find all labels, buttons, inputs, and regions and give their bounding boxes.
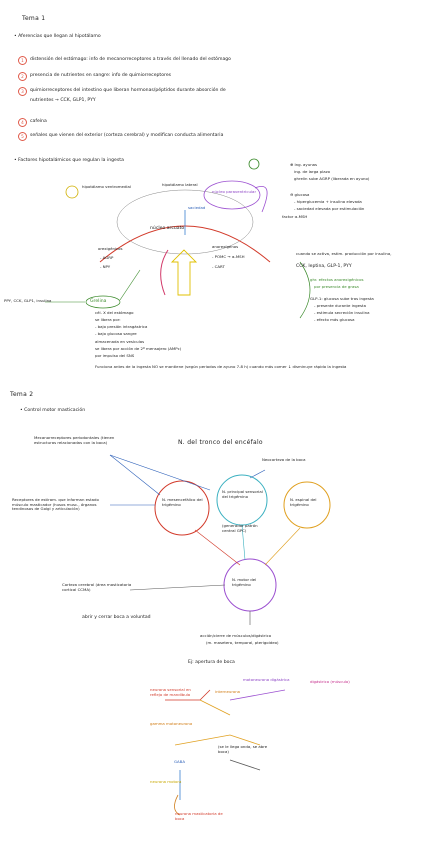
item-4-text: cafeína [30, 119, 47, 124]
orexigenic-title: orexigénicos [98, 246, 123, 251]
right-note-7: cuando se activa, estim. producción por … [296, 251, 392, 256]
right-note-10: por presencia de grasa [314, 284, 359, 289]
mesencefalico-circle [154, 480, 210, 536]
nucleus-arcuato: núcleo arcuato [150, 226, 185, 231]
section-aferencias: • Aferencias que llegan al hipotálamo [14, 34, 101, 39]
ej-label: Ej: apertura de boca [188, 660, 235, 665]
pink-arrow [160, 249, 169, 296]
right-note-14: - efecto más glucosa [314, 317, 355, 322]
abrir-label: abrir y cerrar boca a voluntad [82, 615, 151, 620]
saciedad-label: saciedad [188, 205, 206, 210]
motor-label: N. motor del trigémino [232, 577, 257, 587]
periodontal-label: Mecanorreceptores periodontales (tienen … [34, 435, 115, 445]
grelina-line-7: por impulso del SNS [95, 353, 135, 358]
paraventricular-circle [203, 180, 261, 210]
anorexigenic-pomc: - POMC → α-MSH [212, 254, 245, 259]
orexigenic-agrp: - AGRP [100, 255, 114, 260]
mesencefalico-label: N. mesencefálico del trigémino [162, 497, 203, 507]
red-neuron-label: neurona sensorial en reflejo de mandíbul… [150, 687, 191, 697]
gamma-motoneuron-label: gamma motoneurona [150, 721, 193, 726]
interneuron-label: interneurona [215, 689, 241, 694]
minus-circle [248, 158, 260, 170]
motor-neuron-label: neurona motora [150, 779, 182, 784]
right-note-12: - presente durante ingesta [314, 303, 366, 308]
ayuno-note: Funciona antes de la ingesta NO se manti… [95, 364, 347, 369]
neocorteza-label: Neocorteza de la boca [262, 457, 306, 462]
grelina-line-4: - bajo glucosa sangre [95, 331, 137, 336]
item-1-text: distensión del estómago: info de mecanor… [30, 57, 231, 62]
ghrelin-inhibitors: PPY, CCK, GLP1, insulina [4, 298, 52, 303]
bottom-neuron-label: neurona masticatoria de boca [175, 811, 223, 821]
right-note-8: CCK, leptina, GLP-1, PYY [296, 264, 352, 269]
item-1-num: 1 [18, 56, 27, 65]
digastric-muscle-label: digástrico (músculo) [310, 679, 350, 684]
grelina-line-2: se libera por: [95, 317, 121, 322]
grelina-line-1: cél. X del estómago [95, 310, 134, 315]
item-2-text: presencia de nutrientes en sangre: info … [30, 73, 172, 78]
item-5-text: señales que vienen del exterior (corteza… [30, 133, 224, 138]
husos-label: Receptores de estiram. que informan esta… [12, 497, 99, 512]
grelina-line-5: almacenada en vesículas [95, 339, 145, 344]
item-3b-text: nutrientes → CCK, GLP1, PYY [30, 98, 96, 103]
right-note-13: - estimula secreción insulina [314, 310, 370, 315]
principal-label: N. principal sensorial del trigémino [222, 489, 263, 499]
grelina-line-3: - bajo presión intragástrica [95, 324, 148, 329]
tema1-title: Tema 1 [22, 15, 46, 22]
right-note-11: GLP-1: glucosa sube tras ingesta [310, 296, 374, 301]
purple-arrow [254, 186, 268, 213]
right-note-3: ghrelin sube AGRP (liberada en ayuno) [294, 176, 370, 181]
digastric-motoneuron-label: motoneurona digástrica [243, 677, 290, 682]
accion-label: acción/cierre de músculos/digástrico [200, 633, 272, 638]
anorexigenic-title: anorexígenos [212, 244, 239, 249]
right-note-2: ing. de larga plazo [294, 169, 331, 174]
orexigenic-npy: - NPY [100, 264, 111, 269]
espinal-circle [283, 481, 331, 529]
nucleus-lateral: hipotálamo lateral [162, 182, 198, 187]
nucleus-paraventricular: núcleo paraventricular [212, 189, 257, 194]
right-note-1: ⊕ Ing. ayunas [290, 162, 318, 167]
espinal-label: N. espinal del trigémino [290, 497, 317, 507]
item-2-num: 2 [18, 72, 27, 81]
yellow-arrow [170, 249, 198, 296]
right-note-4: ⊖ glucosa [290, 192, 310, 197]
note-label: (se le llega onda, se abre boca) [218, 744, 268, 754]
gpc-label: (generador patrón central GPC) [222, 523, 258, 533]
item-4-num: 4 [18, 118, 27, 127]
plus-circle [65, 185, 79, 199]
tema2-title: Tema 2 [10, 391, 34, 398]
grelina-label: Grelina [90, 299, 107, 304]
grelina-circle [85, 295, 121, 309]
right-note-6: - saciedad elevada por estimulación [294, 206, 365, 211]
grelina-line-6: se libera por acción de 2º mensajero (AM… [95, 346, 182, 351]
section-factores: • Factores hipotalámicos que regulan la … [14, 158, 124, 163]
right-note-5: - hiperglucemia + insulina elevada [294, 199, 362, 204]
anorexigenic-cart: - CART [212, 264, 225, 269]
factor-label: factor α-MSH [282, 214, 308, 219]
item-3-num: 3 [18, 87, 27, 96]
item-3-text: quimiorreceptores del intestino que libe… [30, 88, 226, 93]
gaba-label: GABA [174, 759, 186, 764]
section-control-motor: • Control motor masticación [20, 408, 86, 413]
brainstem-title: N. del tronco del encéfalo [178, 439, 263, 446]
nucleus-ventromedial: hipotálamo ventromedial [82, 184, 131, 189]
principal-circle [216, 474, 268, 526]
right-note-9: ghr. efectos anorexigénicos [310, 277, 364, 282]
corteza-label: Corteza cerebral (área masticatoria cort… [62, 582, 132, 592]
hypothalamus-outline [116, 189, 254, 255]
item-5-num: 5 [18, 132, 27, 141]
accion2-label: (m. masetero, temporal, pterigoideo) [206, 640, 279, 645]
